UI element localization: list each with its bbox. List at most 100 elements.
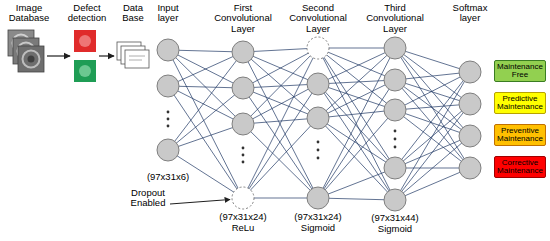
layer-label: Input layer — [148, 3, 188, 24]
dropout-neuron — [307, 37, 329, 59]
neuron-link — [318, 198, 395, 200]
maintenance-class-box: Predictive Maintenance — [494, 92, 546, 115]
neuron-link — [395, 104, 470, 200]
neuron-link — [395, 80, 470, 104]
layer-label: Softmax layer — [447, 3, 493, 24]
defect-green — [74, 60, 96, 82]
neuron-link — [395, 48, 470, 136]
neuron — [384, 99, 406, 121]
ellipsis-dot — [394, 130, 397, 133]
neuron-link — [318, 118, 395, 168]
defect-red — [74, 30, 96, 52]
neuron-link — [168, 52, 243, 150]
neuron — [459, 157, 481, 179]
neuron — [384, 189, 406, 211]
ellipsis-dot — [167, 118, 170, 121]
class-label: Preventive Maintenance — [497, 127, 543, 144]
layer-label: (97x31x24) — [288, 212, 348, 222]
image-core — [28, 56, 35, 63]
neuron-link — [395, 48, 470, 104]
neuron-link — [318, 168, 395, 198]
image-tile — [18, 46, 44, 72]
layer-label: (97x31x6) — [138, 172, 198, 182]
layer-label: Sigmoid — [288, 223, 348, 233]
document-line — [129, 56, 145, 57]
neuron-link — [318, 48, 395, 80]
neuron-link — [318, 110, 395, 118]
ellipsis-dot — [394, 138, 397, 141]
neuron — [157, 75, 179, 97]
neuron-link — [318, 118, 395, 200]
layer-label: ReLu — [213, 223, 273, 233]
document-line — [129, 60, 142, 61]
ellipsis-dot — [317, 157, 320, 160]
neuron-link — [318, 110, 395, 198]
neuron-link — [168, 124, 243, 150]
defect-spot — [79, 35, 91, 47]
ellipsis-dot — [317, 149, 320, 152]
layer-label: Third Convolutional Layer — [362, 3, 428, 34]
neuron-link — [168, 50, 243, 88]
neuron-link — [318, 80, 395, 198]
neuron — [459, 61, 481, 83]
dropout-arrow — [170, 200, 230, 205]
ellipsis-dot — [242, 161, 245, 164]
layer-label: (97x31x24) — [213, 212, 273, 222]
neuron-link — [243, 124, 318, 198]
flow-arrow — [47, 55, 70, 56]
neuron — [157, 39, 179, 61]
neuron-link — [243, 118, 318, 198]
layer-label: Sigmoid — [365, 224, 425, 234]
neuron — [307, 107, 329, 129]
neuron — [384, 157, 406, 179]
neuron-link — [168, 88, 243, 150]
neuron — [459, 93, 481, 115]
neuron-link — [318, 48, 395, 110]
image-stack — [8, 30, 44, 72]
maintenance-class-box: Maintenance Free — [494, 60, 546, 83]
class-label: Maintenance Free — [497, 63, 543, 80]
neuron-link — [243, 84, 318, 198]
flow-arrow — [99, 55, 114, 56]
document-stack — [117, 42, 149, 68]
maintenance-class-box: Preventive Maintenance — [494, 124, 546, 147]
neuron-link — [318, 80, 395, 118]
neuron-link — [395, 80, 470, 168]
network — [157, 37, 481, 211]
neuron-link — [318, 48, 395, 84]
neuron — [232, 77, 254, 99]
document — [125, 50, 149, 68]
class-label: Predictive Maintenance — [497, 95, 543, 112]
neuron — [232, 41, 254, 63]
layer-label: Defect detection — [64, 3, 110, 24]
neuron — [384, 37, 406, 59]
dropout-neuron — [232, 187, 254, 209]
ellipsis-dot — [242, 147, 245, 150]
neuron-link — [318, 48, 395, 49]
neuron-link — [318, 48, 395, 168]
neuron — [232, 113, 254, 135]
layer-label: Data Base — [113, 3, 153, 24]
neuron-link — [243, 88, 318, 118]
neuron-link — [318, 48, 395, 200]
ellipsis-dot — [242, 154, 245, 157]
image-ring — [23, 51, 40, 68]
neuron-link — [318, 84, 395, 200]
layer-label: Dropout Enabled — [126, 188, 170, 209]
ellipsis-dot — [394, 146, 397, 149]
layer-label: Second Convolutional Layer — [285, 3, 351, 34]
neuron-link — [318, 84, 395, 168]
layer-label: (97x31x44) — [365, 213, 425, 223]
layer-label: Image Database — [5, 3, 53, 24]
neuron — [157, 139, 179, 161]
defect-spot — [79, 65, 91, 77]
ellipsis-dot — [167, 125, 170, 128]
ellipsis-dot — [167, 111, 170, 114]
neuron — [384, 69, 406, 91]
neuron-link — [395, 48, 470, 72]
neuron-link — [168, 86, 243, 124]
maintenance-class-box: Corrective Maintenance — [494, 156, 546, 179]
neuron-link — [318, 48, 395, 118]
